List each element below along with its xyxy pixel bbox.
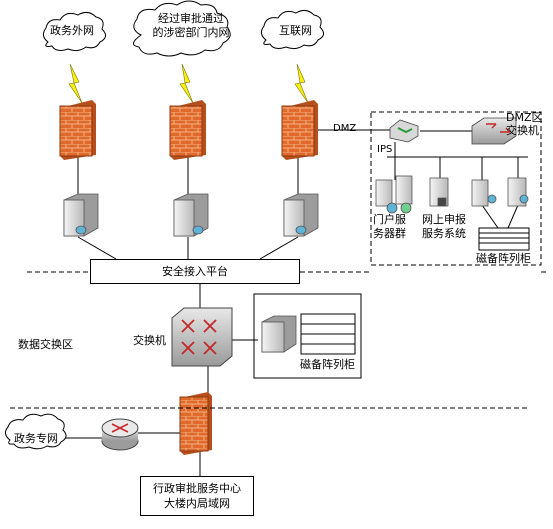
ips-label: IPS [377,144,393,155]
dmz-zone-label-1: DMZ区 [506,111,543,124]
lan-label-2: 大楼内局域网 [164,497,230,510]
dmz-devices [389,117,517,145]
firewall-icons [59,100,318,455]
dmz-storage-label: 磁备阵列柜 [476,252,531,265]
server-icons [63,175,529,353]
cloud-shapes [4,0,324,450]
storage-array-shapes [300,227,530,355]
cloud-gov-private-label: 政务专网 [14,432,58,445]
security-access-platform: 安全接入平台 [90,259,300,284]
cloud-approval-label-1: 经过审批通过 [158,12,224,25]
switch-label: 交换机 [133,334,166,347]
service-center-lan: 行政审批服务中心 大楼内局域网 [140,476,254,516]
platform-label: 安全接入平台 [162,265,228,278]
dmz-label: DMZ [333,123,357,134]
portal-servers-label-1: 门户服 [373,213,406,226]
dmz-zone-label-2: 交换机 [506,124,539,137]
online-system-label-2: 服务系统 [422,227,466,240]
exchange-storage-label: 磁备阵列柜 [300,358,355,371]
cloud-approval-label-2: 的涉密部门内网 [152,26,230,39]
router-icon [101,418,139,451]
lan-label-1: 行政审批服务中心 [153,482,241,495]
online-system-label-1: 网上申报 [422,213,466,226]
cloud-gov-extranet-label: 政务外网 [50,24,94,37]
portal-servers-label-2: 务器群 [373,227,406,240]
data-exchange-zone-label: 数据交换区 [18,338,73,351]
zone-dashes [10,111,546,409]
core-switch-icon [171,307,233,367]
cloud-internet-label: 互联网 [279,24,312,37]
